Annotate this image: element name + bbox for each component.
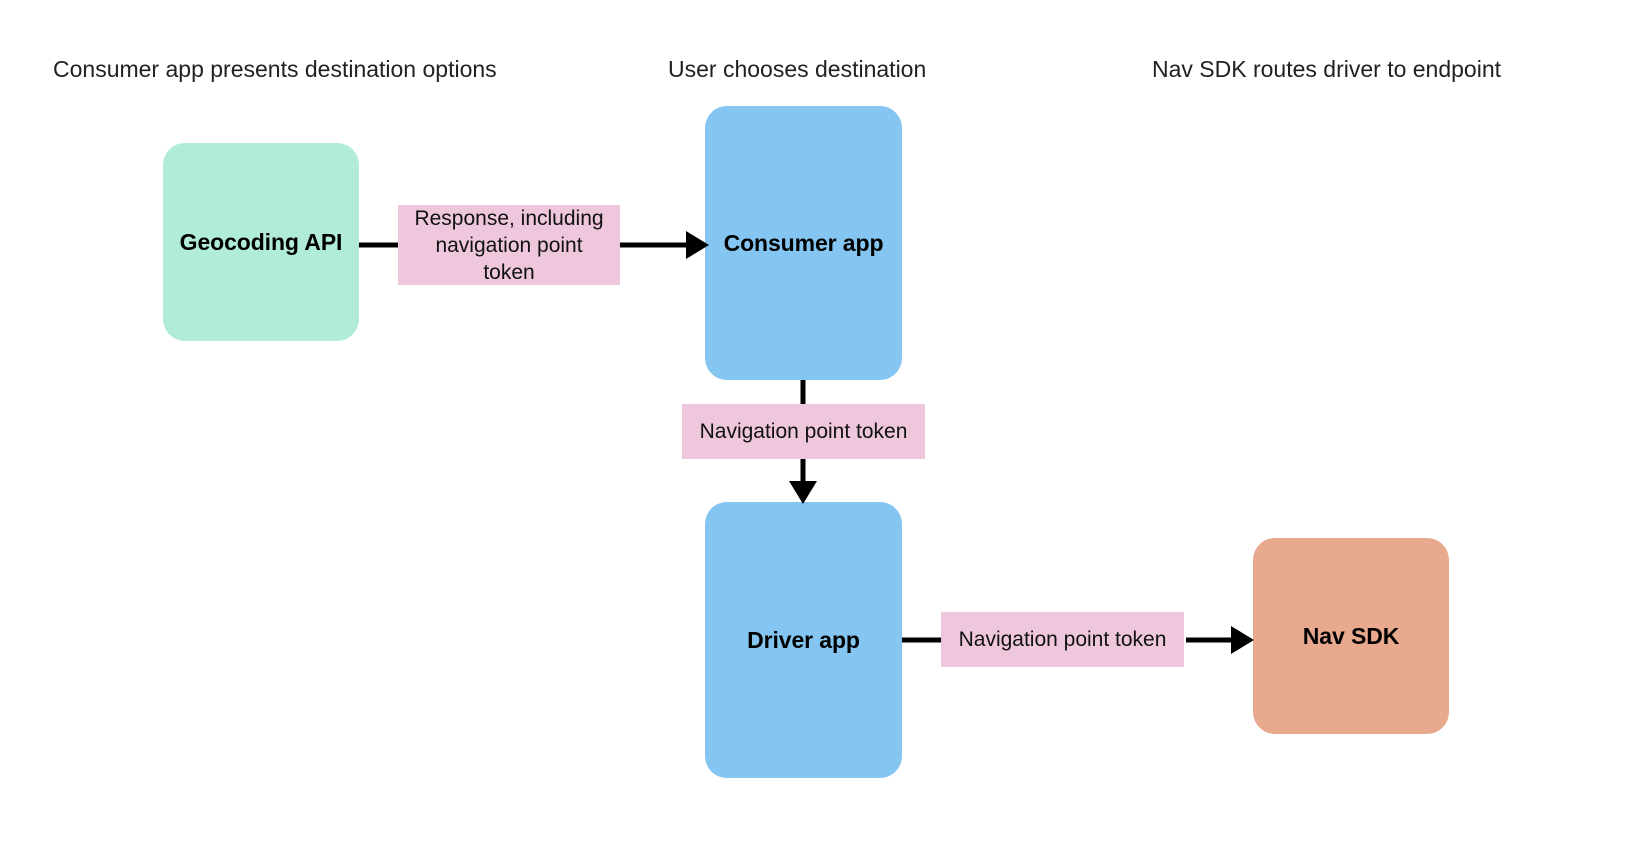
edge-label-response-including-navigation-point-token: Response, including navigation point tok… [398, 205, 620, 285]
edge-label-navigation-point-token-consumer-to-driver: Navigation point token [682, 404, 925, 459]
connector-driver-to-nav-sdk [902, 626, 1254, 654]
column-heading-consumer-app-presents: Consumer app presents destination option… [53, 56, 497, 82]
connector-geocoding-to-consumer [359, 231, 709, 259]
node-label-nav-sdk: Nav SDK [1302, 622, 1400, 649]
column-heading-nav-sdk-routes-driver: Nav SDK routes driver to endpoint [1152, 56, 1502, 82]
node-geocoding-api[interactable]: Geocoding API [163, 143, 359, 341]
edge-label-navigation-point-token-driver-to-nav-sdk: Navigation point token [941, 612, 1184, 667]
column-heading-user-chooses-destination: User chooses destination [668, 56, 927, 82]
node-label-driver-app: Driver app [747, 626, 860, 653]
edge-label-text-geocoding-to-consumer: Response, including navigation point tok… [414, 206, 604, 284]
edge-label-text-driver-to-nav-sdk: Navigation point token [958, 628, 1167, 651]
node-consumer-app[interactable]: Consumer app [705, 106, 902, 380]
node-nav-sdk[interactable]: Nav SDK [1253, 538, 1449, 734]
node-label-consumer-app: Consumer app [723, 229, 884, 256]
node-driver-app[interactable]: Driver app [705, 502, 902, 778]
edge-label-text-consumer-to-driver: Navigation point token [699, 420, 908, 443]
node-label-geocoding-api: Geocoding API [179, 228, 343, 255]
connector-consumer-to-driver [789, 380, 817, 504]
